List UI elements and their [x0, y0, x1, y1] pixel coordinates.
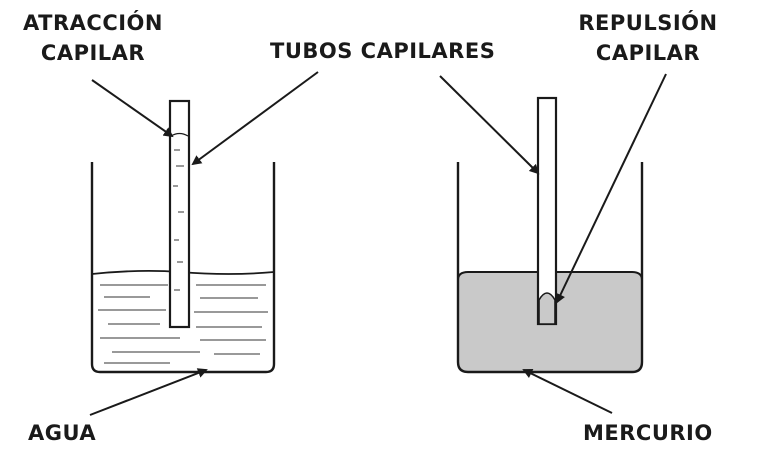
arrow-tubos-right	[439, 75, 540, 175]
mercury-capillary-tube	[536, 96, 558, 326]
beaker-outline-left	[90, 162, 276, 374]
mercury-beaker	[456, 96, 644, 374]
pointer-arrows	[89, 71, 667, 416]
agua-label: AGUA	[28, 421, 97, 445]
beaker-outline-right	[456, 162, 644, 374]
atraccion-line2: CAPILAR	[40, 41, 146, 65]
repulsion-capilar-label: REPULSIÓN CAPILAR	[558, 8, 738, 68]
arrow-atraccion	[91, 79, 174, 138]
arrow-tubos-left	[191, 71, 319, 166]
tubos-capilares-label: TUBOS CAPILARES	[270, 39, 496, 63]
water-hatching	[98, 284, 268, 364]
repulsion-line1: REPULSIÓN	[578, 11, 718, 35]
mercury-in-tube	[538, 292, 556, 325]
repulsion-line2: CAPILAR	[595, 41, 701, 65]
atraccion-line1: ATRACCIÓN	[23, 11, 163, 35]
mercurio-label: MERCURIO	[583, 421, 713, 445]
arrow-mercurio	[522, 369, 613, 414]
arrow-agua	[89, 368, 208, 416]
water-beaker	[90, 99, 276, 374]
water-capillary-tube	[168, 99, 191, 329]
atraccion-capilar-label: ATRACCIÓN CAPILAR	[8, 8, 178, 68]
arrow-repulsion	[555, 73, 667, 304]
